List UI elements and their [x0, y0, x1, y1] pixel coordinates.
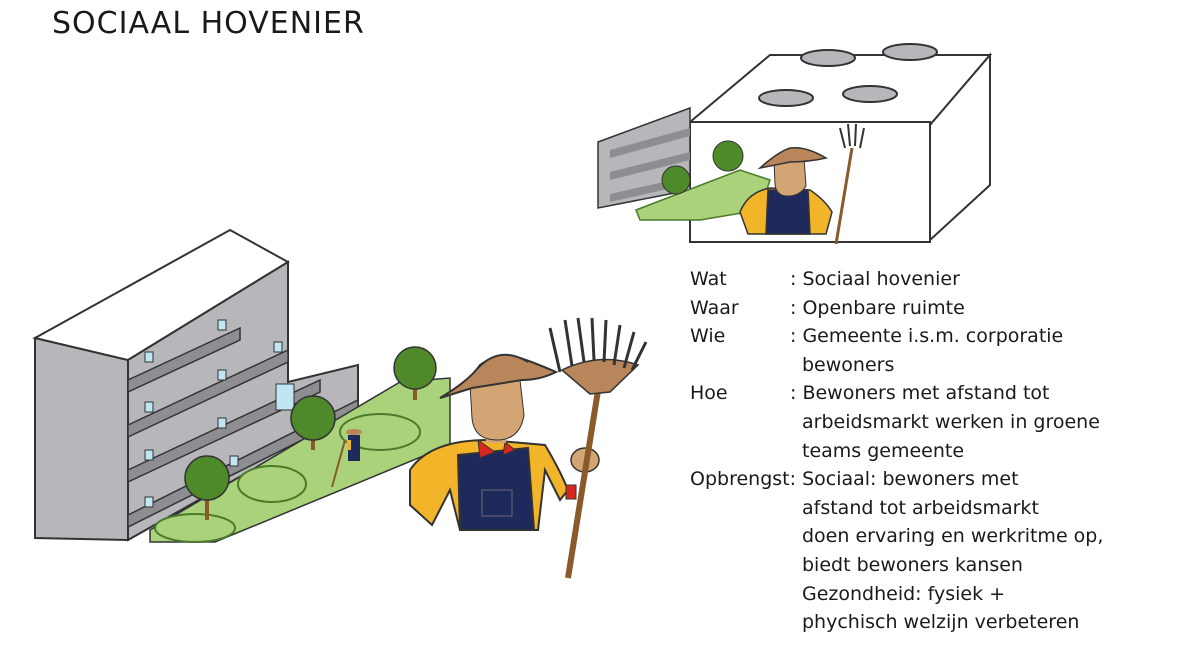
- small-gardener-icon: [331, 429, 362, 488]
- info-line: arbeidsmarkt werken in groene: [802, 410, 1100, 433]
- info-label-wie: Wie: [690, 325, 726, 348]
- info-row-waar: Waar : Openbare ruimte: [690, 294, 1170, 323]
- info-line: : Bewoners met afstand tot: [790, 382, 1050, 405]
- info-row-wat: Wat : Sociaal hovenier: [690, 265, 1170, 294]
- project-info: Wat : Sociaal hovenier Waar : Openbare r…: [690, 265, 1170, 637]
- info-value-wat: : Sociaal hovenier: [790, 268, 960, 290]
- gardener-figure: [409, 353, 600, 531]
- trees: [184, 346, 437, 520]
- info-line: phychisch welzijn verbeteren: [802, 611, 1080, 634]
- info-value-wie: : Gemeente i.s.m. corporatie bewoners: [790, 322, 1170, 379]
- info-label-wat: Wat: [690, 268, 727, 290]
- info-value-waar: : Openbare ruimte: [790, 296, 965, 319]
- info-label-waar: Waar: [690, 296, 739, 319]
- info-value-hoe: : Bewoners met afstand tot arbeidsmarkt …: [790, 379, 1170, 465]
- info-row-hoe: Hoe : Bewoners met afstand tot arbeidsma…: [690, 379, 1170, 465]
- apartment-building: [32, 228, 359, 542]
- info-line: : Gemeente i.s.m. corporatie: [790, 325, 1064, 348]
- info-line: biedt bewoners kansen: [802, 553, 1023, 576]
- info-label-opbrengst: Opbrengst: [690, 468, 790, 491]
- info-label-hoe: Hoe: [690, 382, 728, 405]
- info-line: doen ervaring en werkritme op,: [802, 525, 1104, 548]
- info-line: teams gemeente: [802, 439, 965, 462]
- info-line: afstand tot arbeidsmarkt: [802, 496, 1039, 519]
- info-line: Gezondheid: fysiek +: [802, 582, 1006, 605]
- rake-icon: [548, 317, 648, 579]
- info-row-opbrengst: Opbrengst : Sociaal: bewoners met: [690, 465, 1170, 494]
- page-title: SOCIAAL HOVENIER: [52, 6, 365, 41]
- info-value-opbrengst-first: : Sociaal: bewoners met: [789, 468, 1019, 491]
- lego-brick: [597, 43, 993, 245]
- info-row-wie: Wie : Gemeente i.s.m. corporatie bewoner…: [690, 322, 1170, 379]
- info-line: bewoners: [802, 353, 895, 376]
